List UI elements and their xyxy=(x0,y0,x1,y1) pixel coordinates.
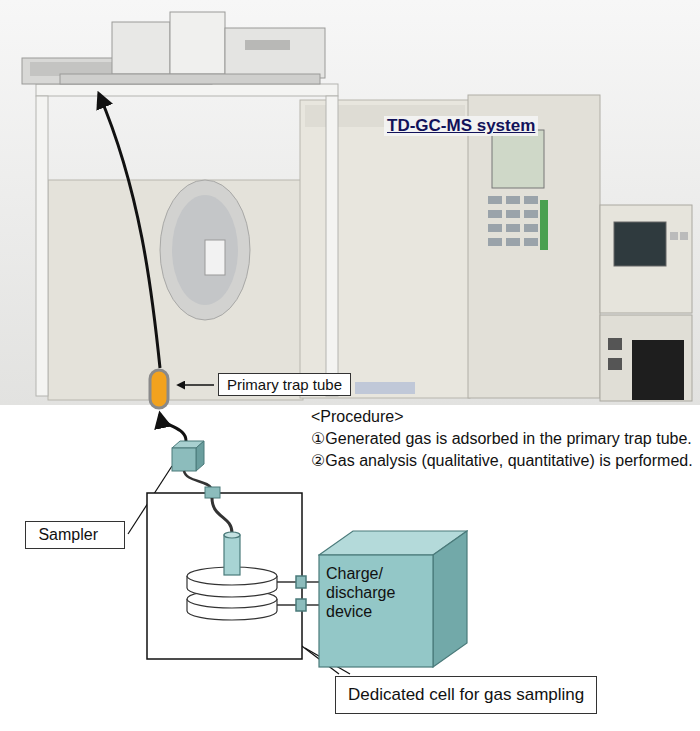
instrument-photo xyxy=(48,180,303,400)
gas-sampling-cell xyxy=(224,532,240,538)
instrument-photo xyxy=(36,84,338,96)
instrument-photo xyxy=(488,238,502,246)
sampling-line xyxy=(184,471,212,489)
cell-wire xyxy=(296,599,306,611)
label-box: Primary trap tube xyxy=(218,373,351,396)
gas-flow-arrow xyxy=(99,94,186,441)
instrument-photo xyxy=(245,40,290,50)
instrument-photo xyxy=(506,196,520,204)
instrument-photo xyxy=(36,96,48,396)
procedure-heading: <Procedure> xyxy=(311,407,696,427)
system-title: TD-GC-MS system xyxy=(384,116,538,136)
node-text: Dedicated cell for gas sampling xyxy=(348,685,584,705)
leader-line xyxy=(178,384,214,386)
gas-flow-arrow xyxy=(160,414,186,441)
cell-wire xyxy=(306,581,320,583)
instrument-photo xyxy=(540,200,548,250)
primary-trap-tube xyxy=(150,370,168,408)
instrument-photo xyxy=(524,224,538,232)
instrument-photo xyxy=(600,205,692,313)
procedure-step: ①Generated gas is adsorbed in the primar… xyxy=(311,429,696,449)
cell-enclosure xyxy=(212,498,232,533)
instrument-photo xyxy=(60,74,320,84)
primary-trap-tube xyxy=(150,370,168,408)
cell-wire xyxy=(277,576,320,611)
gas-flow-arrow xyxy=(99,94,160,368)
instrument-photo xyxy=(608,358,622,370)
instrument-photo xyxy=(488,196,538,246)
instrument-photo xyxy=(170,12,225,74)
instrument-photo xyxy=(492,130,544,188)
node-text: Primary trap tube xyxy=(227,376,342,393)
cell-wire xyxy=(306,604,320,606)
sampler-cube xyxy=(172,448,196,471)
instrument-photo xyxy=(680,232,688,240)
instrument-photo xyxy=(160,180,250,320)
device-box-face xyxy=(433,531,467,667)
label-box: Dedicated cell for gas sampling xyxy=(335,676,597,714)
instrument-photo xyxy=(488,196,502,204)
instrument-photo xyxy=(524,238,538,246)
procedure-notes: <Procedure>①Generated gas is adsorbed in… xyxy=(311,407,696,471)
cell-enclosure xyxy=(147,493,302,659)
instrument-photo xyxy=(614,222,666,266)
cell-enclosure xyxy=(147,487,302,659)
instrument-photo xyxy=(600,315,692,401)
sampling-line xyxy=(184,471,212,489)
charge-discharge-device: Charge/ discharge device xyxy=(318,530,468,668)
instrument-photo xyxy=(488,210,502,218)
instrument-photo xyxy=(0,0,700,405)
sampler-cube xyxy=(172,441,204,471)
instrument-photo xyxy=(506,238,520,246)
gas-sampling-cell xyxy=(224,535,240,575)
gas-sampling-cell xyxy=(187,532,277,620)
instrument-photo xyxy=(0,0,700,405)
instrument-photo xyxy=(355,382,415,394)
device-box-face xyxy=(319,555,433,667)
instrument-photo xyxy=(632,340,684,400)
instrument-photo xyxy=(506,224,520,232)
instrument-photo xyxy=(488,224,502,232)
sampler-cube xyxy=(196,441,204,471)
cell-wire xyxy=(277,604,296,606)
instrument-photo xyxy=(524,196,538,204)
instrument-photo xyxy=(506,210,520,218)
instrument-photo xyxy=(468,95,600,398)
label-box: Sampler xyxy=(25,521,125,549)
node-text: Charge/ discharge device xyxy=(326,564,426,621)
node-text: Sampler xyxy=(38,526,98,544)
instrument-photo xyxy=(326,96,338,396)
instrument-photo xyxy=(225,28,325,78)
cell-wire xyxy=(277,581,296,583)
instrument-photo xyxy=(172,195,238,305)
instrument-photo xyxy=(205,240,225,275)
cell-enclosure xyxy=(205,487,220,498)
instrument-photo xyxy=(670,232,678,240)
leader-line xyxy=(128,385,350,674)
procedure-step: ②Gas analysis (qualitative, quantitative… xyxy=(311,451,696,471)
instrument-photo xyxy=(112,22,170,74)
cell-wire xyxy=(296,576,306,588)
instrument-photo xyxy=(608,338,622,350)
instrument-photo xyxy=(524,210,538,218)
